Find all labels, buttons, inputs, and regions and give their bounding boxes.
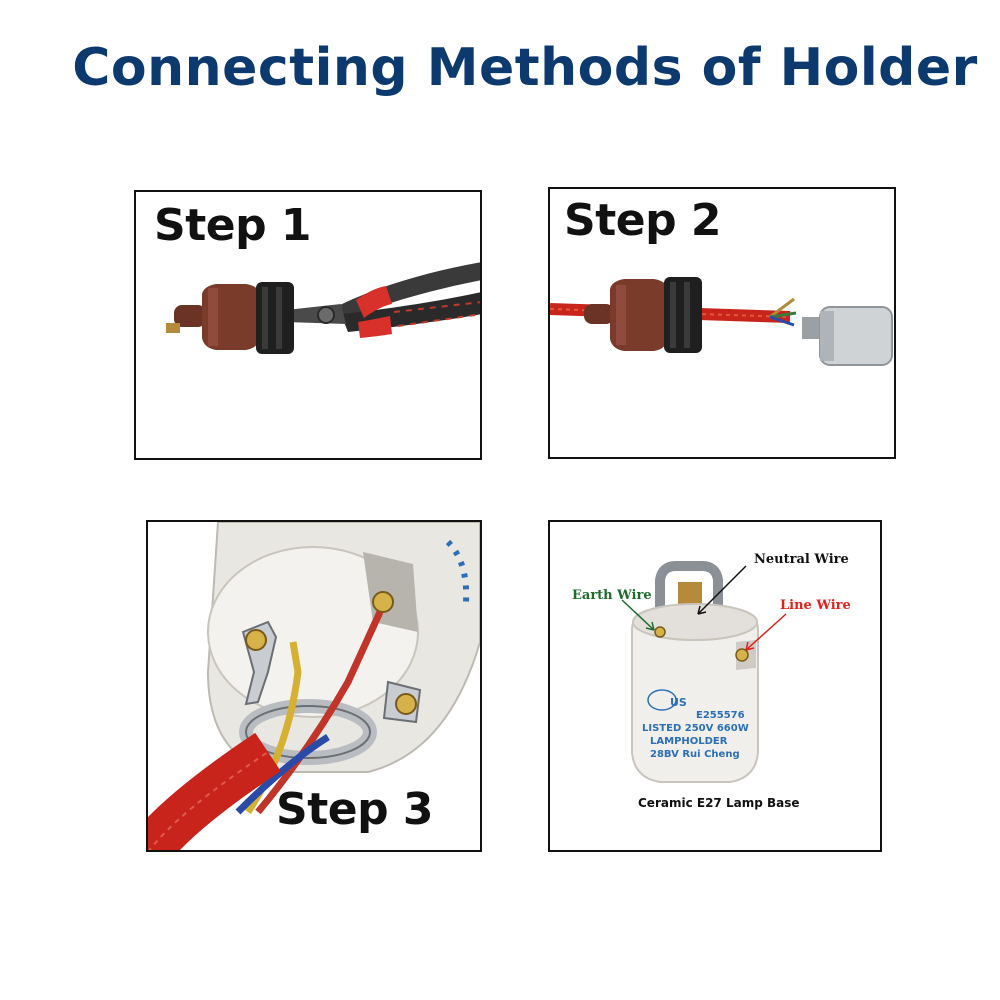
base-print-maker: 28BV Rui Cheng: [650, 749, 740, 760]
pliers-icon: [286, 262, 480, 338]
base-print-mark: US: [670, 696, 687, 709]
lamp-holder-icon: [584, 277, 702, 353]
step-2-panel: Step 2: [548, 187, 896, 459]
line-wire-label: Line Wire: [780, 598, 851, 613]
ceramic-base-icon: US E255576 LISTED 250V 660W LAMPHOLDER 2…: [631, 561, 759, 783]
step-1-label: Step 1: [154, 200, 312, 251]
neutral-wire-label: Neutral Wire: [754, 552, 849, 567]
step-3-panel: Step 3: [146, 520, 482, 852]
lamp-holder-icon: [166, 282, 294, 354]
step-1-panel: Step 1: [134, 190, 482, 460]
base-print-type: LAMPHOLDER: [650, 736, 728, 747]
step-1-illustration: [166, 262, 480, 354]
base-print-code: E255576: [696, 710, 745, 721]
step-2-illustration: [550, 277, 893, 366]
step-2-label: Step 2: [564, 195, 722, 246]
page-title: Connecting Methods of Holder: [72, 38, 978, 98]
ceramic-base-diagram: US E255576 LISTED 250V 660W LAMPHOLDER 2…: [621, 561, 787, 783]
step-3-label: Step 3: [276, 784, 434, 835]
diagram-caption: Ceramic E27 Lamp Base: [638, 796, 800, 810]
earth-wire-label: Earth Wire: [572, 588, 652, 603]
base-print-listed: LISTED 250V 660W: [642, 723, 749, 734]
ceramic-base-icon: [206, 522, 480, 773]
diagram-panel: US E255576 LISTED 250V 660W LAMPHOLDER 2…: [548, 520, 882, 852]
ceramic-base-icon: [802, 306, 893, 366]
step-3-illustration: [148, 522, 480, 850]
